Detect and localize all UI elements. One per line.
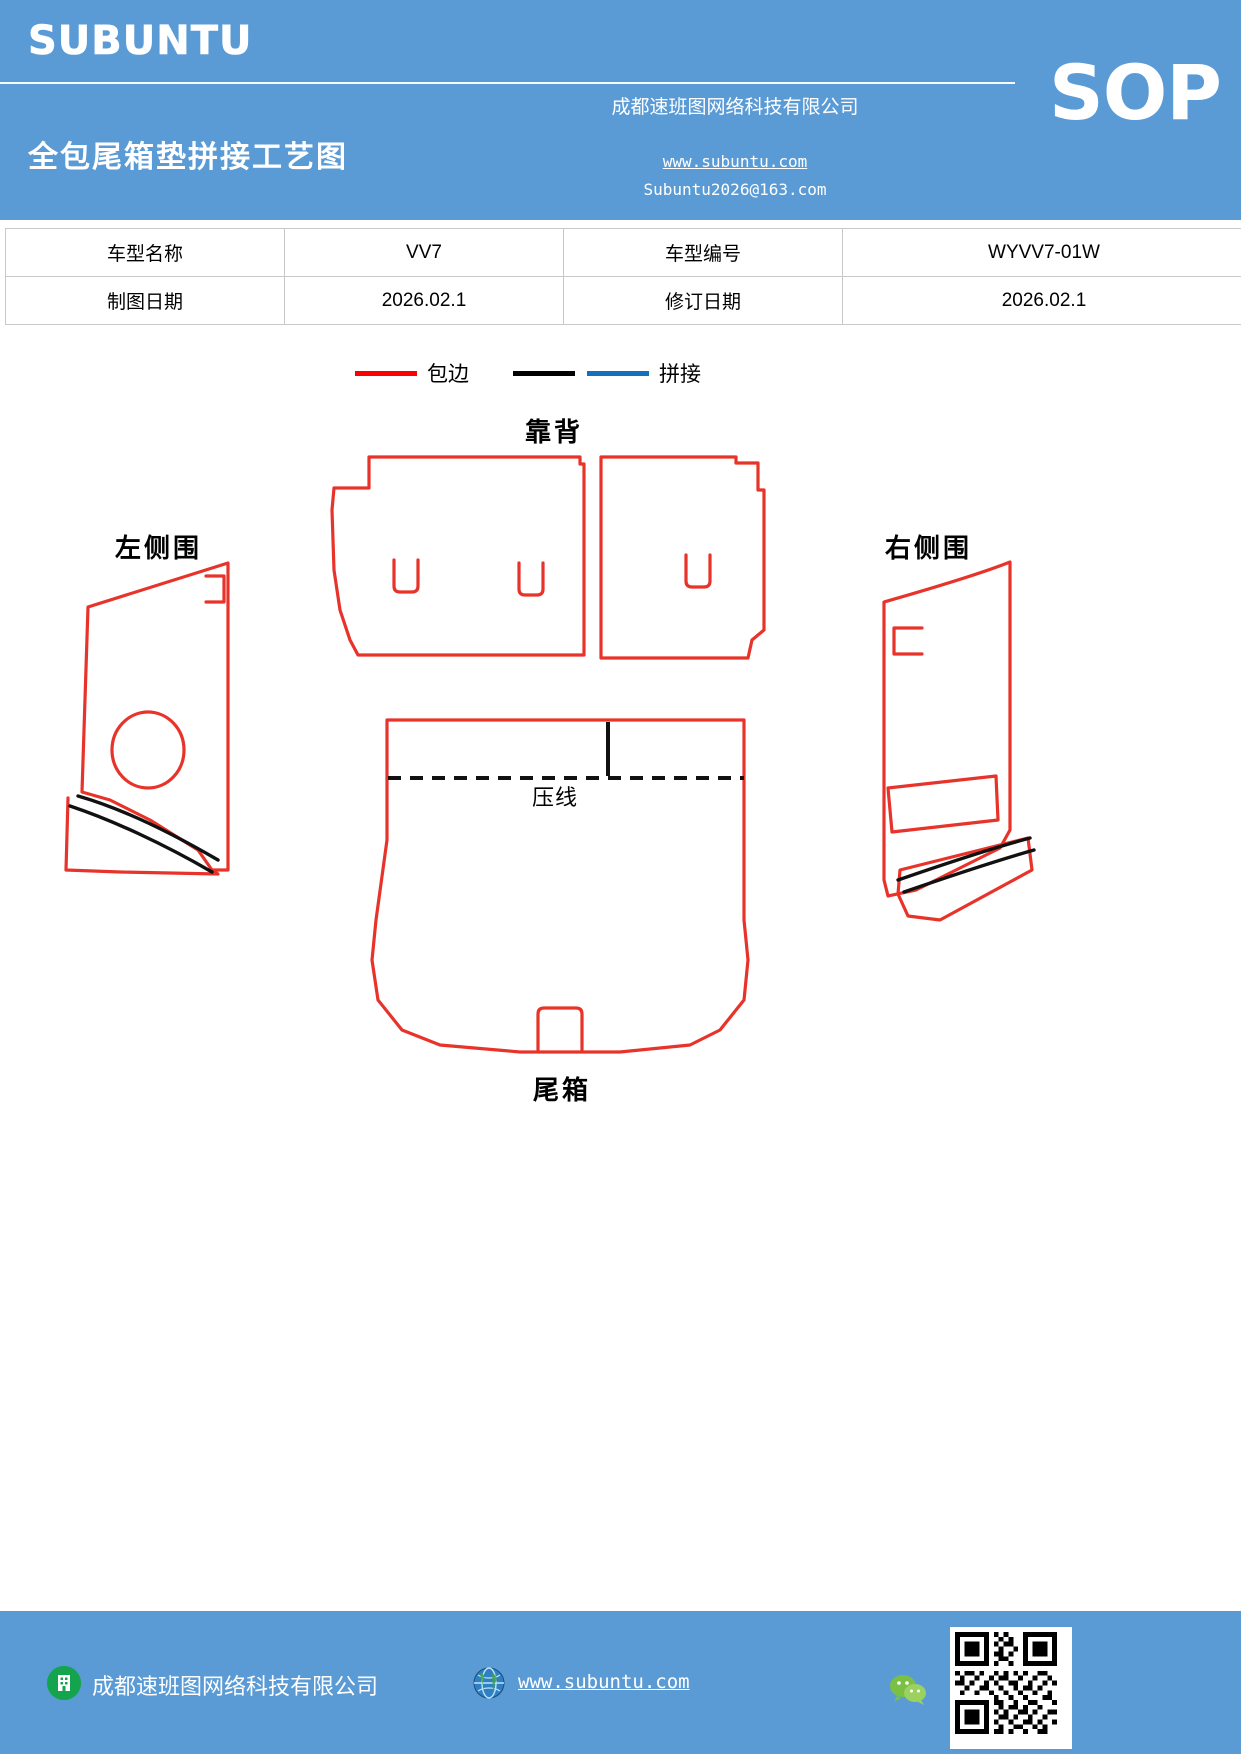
cell-model-code-label: 车型编号 — [563, 228, 843, 277]
document-header: SUBUNTU SOP 全包尾箱垫拼接工艺图 成都速班图网络科技有限公司 www… — [0, 0, 1241, 220]
cell-model-name-label: 车型名称 — [5, 228, 285, 277]
table-row: 制图日期 2026.02.1 修订日期 2026.02.1 — [5, 276, 1241, 325]
splice-line-right-panel — [896, 836, 1032, 882]
brand-logo: SUBUNTU — [28, 18, 253, 65]
label-press-line: 压线 — [532, 786, 579, 811]
cell-revision-date-value: 2026.02.1 — [842, 276, 1241, 325]
vehicle-info-table: 车型名称 VV7 车型编号 WYVV7-01W 制图日期 2026.02.1 修… — [5, 228, 1241, 325]
shape-backrest-left-slot-2 — [517, 561, 545, 597]
legend: 包边 拼接 — [0, 358, 1241, 398]
building-icon — [47, 1666, 81, 1700]
shape-right-panel-strip — [896, 836, 1034, 922]
header-company-name: 成都速班图网络科技有限公司 — [611, 96, 859, 118]
label-backrest: 靠背 — [525, 418, 584, 448]
splice-line-left-panel — [76, 794, 220, 862]
wechat-icon — [888, 1673, 928, 1705]
cell-model-name-value: VV7 — [284, 228, 564, 277]
splice-line-left-panel-2 — [68, 804, 214, 874]
cell-draw-date-value: 2026.02.1 — [284, 276, 564, 325]
legend-label-splice: 拼接 — [659, 362, 701, 386]
shape-backrest-right-slot — [684, 553, 712, 589]
cell-draw-date-label: 制图日期 — [5, 276, 285, 325]
shape-backrest-right — [599, 455, 766, 660]
shape-trunk-mat — [370, 718, 750, 1054]
header-website-link[interactable]: www.subuntu.com — [662, 152, 808, 171]
legend-swatch-splice-blue — [587, 370, 649, 376]
header-email: Subuntu2026@163.com — [643, 180, 827, 199]
legend-swatch-edging — [355, 370, 417, 376]
shape-left-side-panel — [80, 561, 230, 872]
shape-backrest-left-slot-1 — [392, 558, 420, 594]
shape-trunk-notch — [536, 1006, 584, 1054]
label-left-side-panel: 左侧围 — [115, 534, 203, 564]
shape-left-panel-hole — [110, 710, 186, 790]
globe-icon — [472, 1666, 506, 1700]
qr-code — [950, 1627, 1072, 1749]
shape-left-panel-strip — [64, 796, 220, 876]
legend-swatch-splice-black — [513, 370, 575, 376]
legend-label-edging: 包边 — [427, 362, 469, 386]
cell-revision-date-label: 修订日期 — [563, 276, 843, 325]
splice-line-right-panel-2 — [902, 848, 1036, 894]
shape-right-panel-notch — [892, 626, 924, 656]
label-trunk: 尾箱 — [533, 1076, 592, 1106]
footer-company-name: 成都速班图网络科技有限公司 — [92, 1675, 379, 1700]
header-divider — [0, 82, 1015, 84]
drawing-canvas — [64, 455, 1036, 1054]
cell-model-code-value: WYVV7-01W — [842, 228, 1241, 277]
document-footer: 成都速班图网络科技有限公司 www.subuntu.com — [0, 1611, 1241, 1754]
page-title: 全包尾箱垫拼接工艺图 — [28, 140, 348, 175]
shape-backrest-left — [330, 455, 586, 657]
table-row: 车型名称 VV7 车型编号 WYVV7-01W — [5, 228, 1241, 277]
document-type-badge: SOP — [1048, 48, 1222, 137]
footer-website-link[interactable]: www.subuntu.com — [518, 1671, 690, 1693]
label-right-side-panel: 右侧围 — [885, 534, 973, 564]
shape-right-panel-pocket — [886, 774, 1000, 834]
shape-left-panel-notch — [204, 574, 226, 604]
technical-drawing: 左侧围 靠背 右侧围 压线 尾箱 — [0, 400, 1241, 1160]
